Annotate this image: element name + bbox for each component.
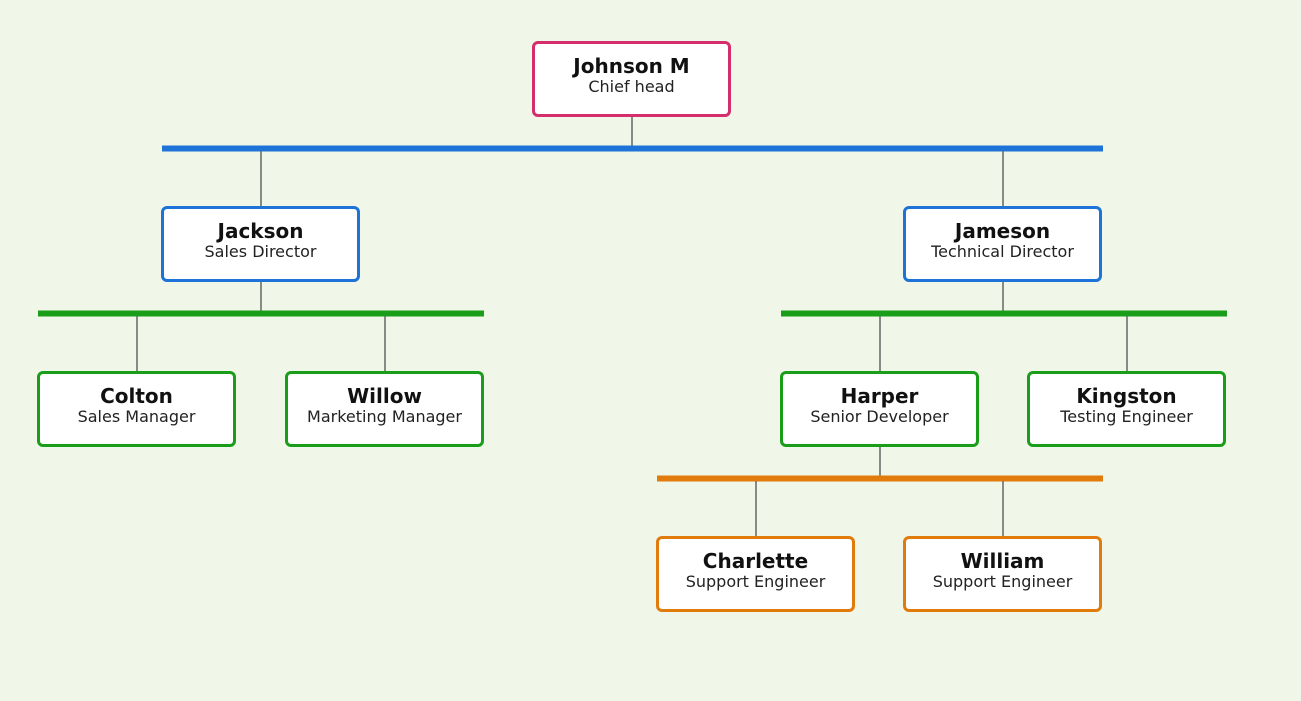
node-harper[interactable]: Harper Senior Developer: [780, 371, 979, 447]
node-name: William: [960, 549, 1045, 573]
node-name: Jackson: [217, 219, 304, 243]
node-role: Marketing Manager: [307, 407, 462, 426]
node-role: Support Engineer: [685, 572, 826, 591]
node-role: Senior Developer: [810, 407, 949, 426]
node-kingston[interactable]: Kingston Testing Engineer: [1027, 371, 1226, 447]
node-role: Support Engineer: [932, 572, 1073, 591]
node-name: Kingston: [1076, 384, 1177, 408]
node-name: Colton: [100, 384, 173, 408]
node-willow[interactable]: Willow Marketing Manager: [285, 371, 484, 447]
node-colton[interactable]: Colton Sales Manager: [37, 371, 236, 447]
node-name: Charlette: [702, 549, 809, 573]
node-name: Johnson M: [573, 54, 690, 78]
node-role: Technical Director: [931, 242, 1074, 261]
node-role: Chief head: [588, 77, 675, 96]
node-william[interactable]: William Support Engineer: [903, 536, 1102, 612]
node-jameson[interactable]: Jameson Technical Director: [903, 206, 1102, 282]
node-name: Jameson: [954, 219, 1051, 243]
node-johnson-m[interactable]: Johnson M Chief head: [532, 41, 731, 117]
node-name: Harper: [840, 384, 919, 408]
node-role: Testing Engineer: [1060, 407, 1193, 426]
node-name: Willow: [347, 384, 422, 408]
node-role: Sales Manager: [77, 407, 196, 426]
node-role: Sales Director: [204, 242, 317, 261]
node-charlette[interactable]: Charlette Support Engineer: [656, 536, 855, 612]
node-jackson[interactable]: Jackson Sales Director: [161, 206, 360, 282]
